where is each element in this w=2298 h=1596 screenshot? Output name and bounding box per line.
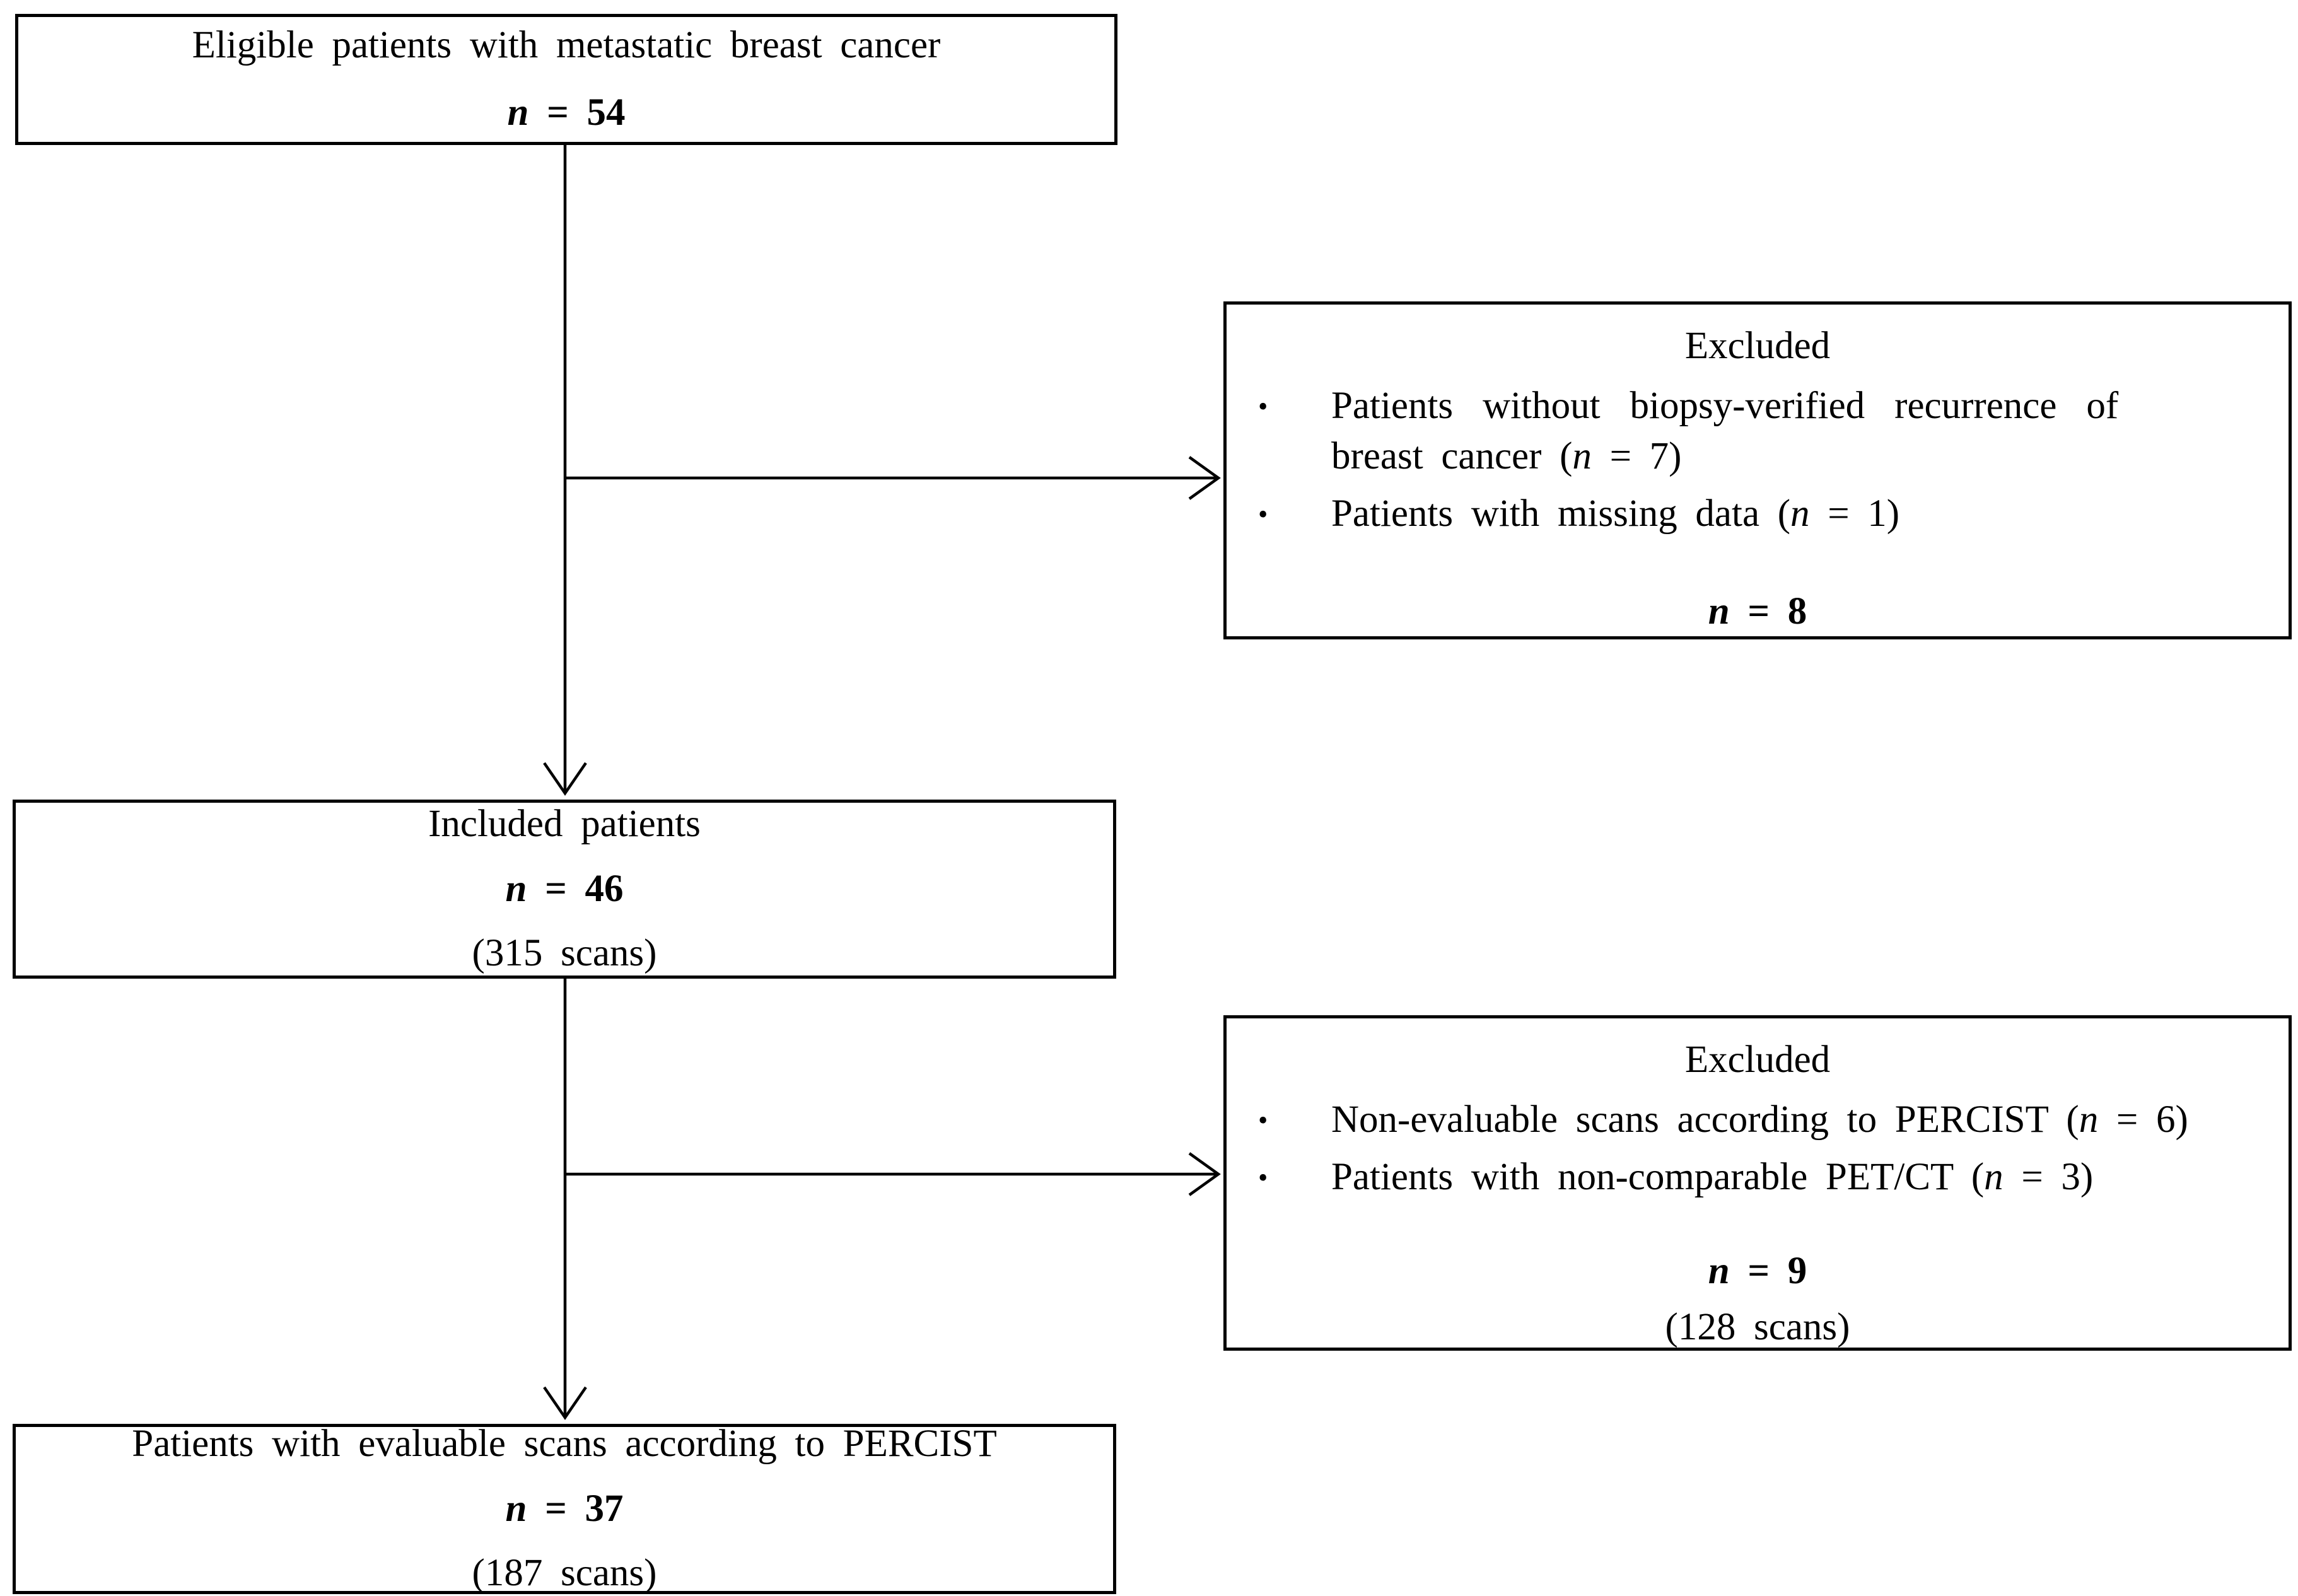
n-symbol: n [507,91,529,134]
bullet-text-line: Patients with missing data (n = 1) [1331,489,2252,540]
bullet-icon: • [1258,498,1268,530]
bullet-item: • Patients without biopsy-verified recur… [1227,381,2289,482]
bullet-item: • Non-evaluable scans according to PERCI… [1227,1095,2289,1146]
arrow-included-to-evaluable [543,979,587,1420]
bullet-icon: • [1258,390,1268,422]
n-symbol: n [1790,492,1810,535]
bullet-text-segment: breast cancer ( [1331,435,1573,478]
n-value: = 54 [528,91,626,134]
n-symbol: n [2079,1098,2099,1141]
bullet-text: Non-evaluable scans according to PERCIST… [1331,1095,2252,1146]
arrow-branch-to-excluded-bottom [565,1152,1221,1196]
box-title: Eligible patients with metastatic breast… [192,24,941,67]
bullet-icon: • [1258,1104,1268,1136]
bullet-text-line: Patients with non-comparable PET/CT (n =… [1331,1152,2252,1203]
n-total: n = 46 [505,864,623,915]
arrowhead-right-icon [1188,456,1221,500]
bullet-text-segment: = 6) [2098,1098,2188,1141]
n-total: n = 8 [1227,586,2289,638]
box-included-patients: Included patients n = 46 (315 scans) [13,800,1116,979]
arrowhead-down-icon [543,1386,587,1420]
scan-count: (315 scans) [472,932,657,975]
box-title: Excluded [1684,325,1831,367]
bullet-text-segment: = 7) [1591,435,1682,478]
bullet-icon: • [1258,1162,1268,1193]
n-symbol: n [1708,1250,1730,1293]
bullet-item: • Patients with non-comparable PET/CT (n… [1227,1152,2289,1203]
arrow-branch-to-excluded-top [565,456,1221,500]
bullet-text: Patients with missing data (n = 1) [1331,489,2252,540]
scan-count: (128 scans) [1665,1305,1850,1348]
n-symbol: n [1708,590,1730,632]
bullet-text-segment: = 1) [1809,492,1900,535]
box-excluded-bottom: Excluded • Non-evaluable scans according… [1223,1015,2292,1351]
n-total: n = 54 [507,88,625,139]
n-value: = 37 [527,1487,624,1530]
bullet-text: Patients without biopsy-verified recurre… [1331,381,2252,482]
box-eligible-patients: Eligible patients with metastatic breast… [15,14,1117,145]
bullet-item: • Patients with missing data (n = 1) [1227,489,2289,540]
bullet-text-segment: Patients with missing data ( [1331,492,1791,535]
arrowhead-down-icon [543,762,587,796]
n-symbol: n [1572,435,1592,478]
n-value: = 8 [1729,590,1807,632]
n-symbol: n [1984,1155,2003,1198]
bullet-text-segment: Patients with non-comparable PET/CT ( [1331,1155,1985,1198]
box-title: Excluded [1684,1039,1831,1081]
box-title: Patients with evaluable scans according … [132,1423,997,1465]
arrowhead-right-icon [1188,1152,1221,1196]
arrow-eligible-to-included [543,145,587,796]
n-symbol: n [505,867,527,910]
bullet-text-line: Patients without biopsy-verified recurre… [1331,384,2119,427]
box-evaluable-patients: Patients with evaluable scans according … [13,1423,1116,1595]
bullet-text-line: Non-evaluable scans according to PERCIST… [1331,1095,2252,1146]
n-value: = 46 [527,867,624,910]
bullet-text-segment: Non-evaluable scans according to PERCIST… [1331,1098,2079,1141]
bullet-text: Patients with non-comparable PET/CT (n =… [1331,1152,2252,1203]
n-total: n = 9 [1227,1246,2289,1297]
box-excluded-top: Excluded • Patients without biopsy-verif… [1223,301,2292,639]
n-total: n = 37 [505,1484,623,1535]
n-symbol: n [505,1487,527,1530]
n-value: = 9 [1729,1250,1807,1293]
scan-count: (187 scans) [472,1552,657,1595]
bullet-text-line: breast cancer (n = 7) [1331,431,2252,482]
bullet-text-segment: = 3) [2003,1155,2094,1198]
box-title: Included patients [428,803,701,846]
